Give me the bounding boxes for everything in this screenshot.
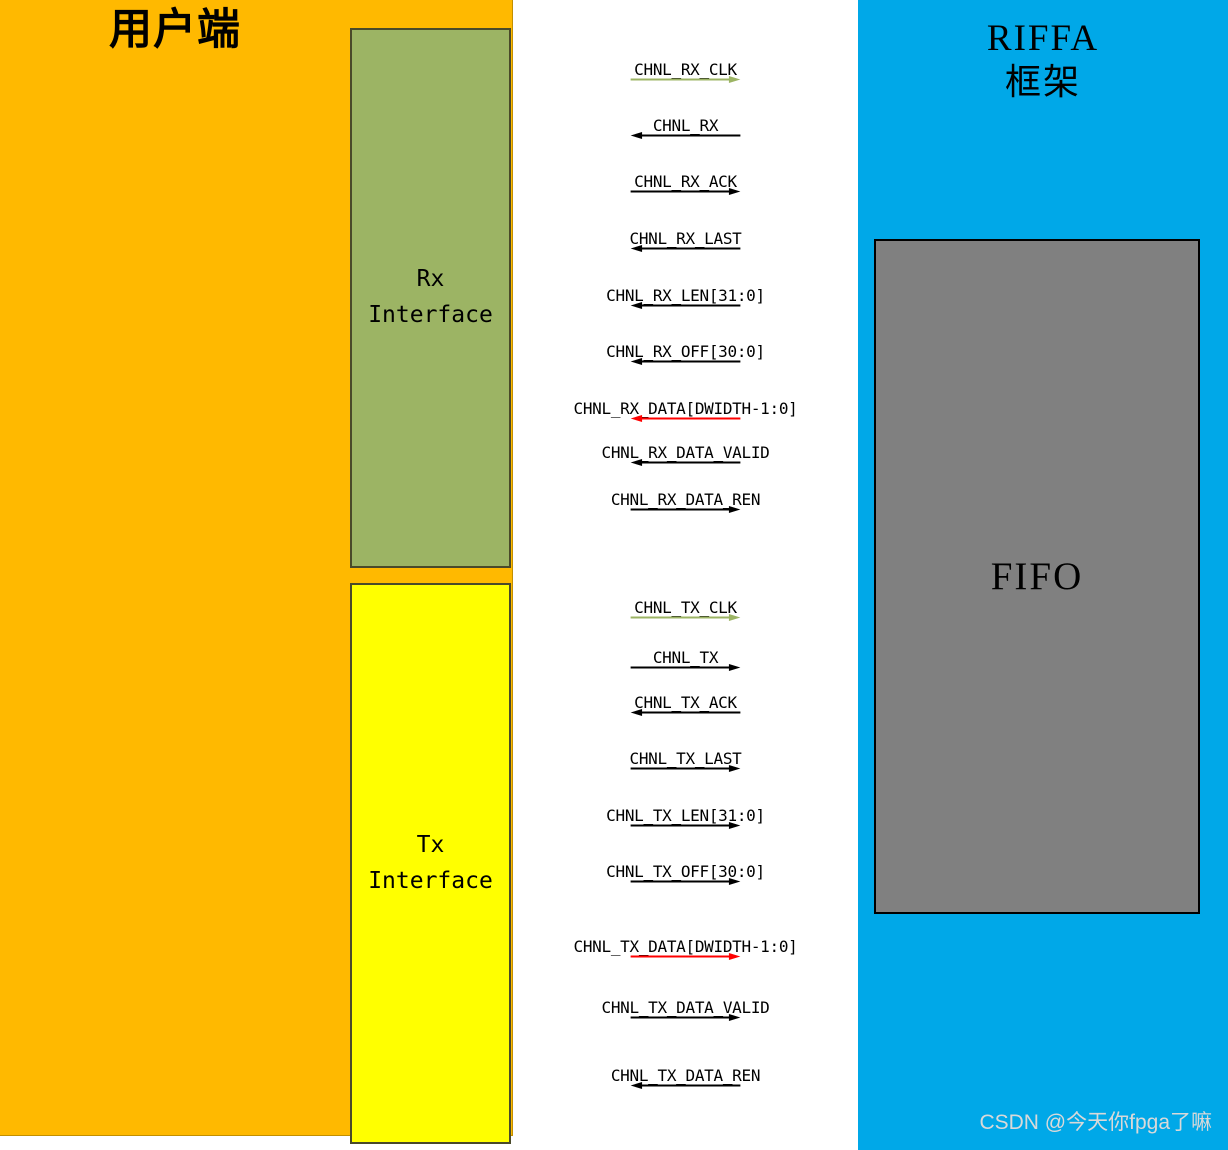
arrow-left: [630, 245, 741, 252]
signal-label: CHNL_TX_CLK: [634, 598, 737, 617]
signal-label: CHNL_RX_ACK: [634, 172, 737, 191]
arrow-left: [630, 1082, 741, 1089]
arrow-right: [630, 822, 741, 829]
arrow-left: [630, 132, 741, 139]
client-panel-title: 用户端: [109, 5, 241, 55]
riffa-panel-title: RIFFA 框架: [858, 16, 1228, 105]
arrow-left: [630, 709, 741, 716]
signal-label: CHNL_TX_DATA_REN: [610, 1066, 761, 1085]
signal-label: CHNL_RX_DATA[DWIDTH-1:0]: [573, 399, 798, 418]
signal-label: CHNL_TX_ACK: [634, 693, 737, 712]
rx-interface-label-line2: Interface: [368, 302, 493, 328]
arrow-right: [630, 614, 741, 621]
signal-label: CHNL_TX_OFF[30:0]: [606, 862, 765, 881]
signal-label: CHNL_TX_LAST: [629, 749, 742, 768]
riffa-title-latin: RIFFA: [986, 18, 1100, 59]
rx-interface-block: Rx Interface: [350, 28, 511, 568]
arrow-left: [630, 302, 741, 309]
arrow-left: [630, 459, 741, 466]
rx-interface-label-line1: Rx: [416, 266, 445, 293]
tx-interface-label: Tx Interface: [368, 828, 493, 899]
signal-label: CHNL_TX_LEN[31:0]: [606, 806, 765, 825]
signal-label: CHNL_RX_LEN[31:0]: [606, 286, 765, 305]
fifo-block: FIFO: [874, 239, 1200, 914]
tx-interface-block: Tx Interface: [350, 583, 511, 1144]
signal-label: CHNL_TX_DATA[DWIDTH-1:0]: [573, 937, 798, 956]
signal-label: CHNL_RX_OFF[30:0]: [606, 342, 765, 361]
arrow-left: [630, 415, 741, 422]
tx-interface-label-line2: Interface: [368, 867, 493, 894]
arrow-right: [630, 878, 741, 885]
signal-label: CHNL_RX_CLK: [634, 60, 737, 79]
arrow-right: [630, 1014, 741, 1021]
tx-interface-label-line1: Tx: [416, 831, 445, 858]
signal-label: CHNL_TX_DATA_VALID: [601, 998, 770, 1017]
arrow-right: [630, 188, 741, 195]
signal-label: CHNL_RX_DATA_VALID: [601, 443, 770, 462]
arrow-right: [630, 76, 741, 83]
signal-label: CHNL_RX: [652, 116, 719, 135]
arrow-left: [630, 358, 741, 365]
arrow-right: [630, 506, 741, 513]
signal-label: CHNL_RX_DATA_REN: [610, 490, 761, 509]
csdn-watermark: CSDN @今天你fpga了嘛: [979, 1111, 1212, 1134]
arrow-right: [630, 953, 741, 960]
arrow-right: [630, 664, 741, 671]
signal-label: CHNL_RX_LAST: [629, 229, 742, 248]
riffa-title-cjk: 框架: [1004, 62, 1081, 104]
rx-interface-label: Rx Interface: [368, 262, 493, 333]
arrow-right: [630, 765, 741, 772]
signal-label: CHNL_TX: [652, 648, 719, 667]
fifo-label: FIFO: [990, 555, 1084, 598]
